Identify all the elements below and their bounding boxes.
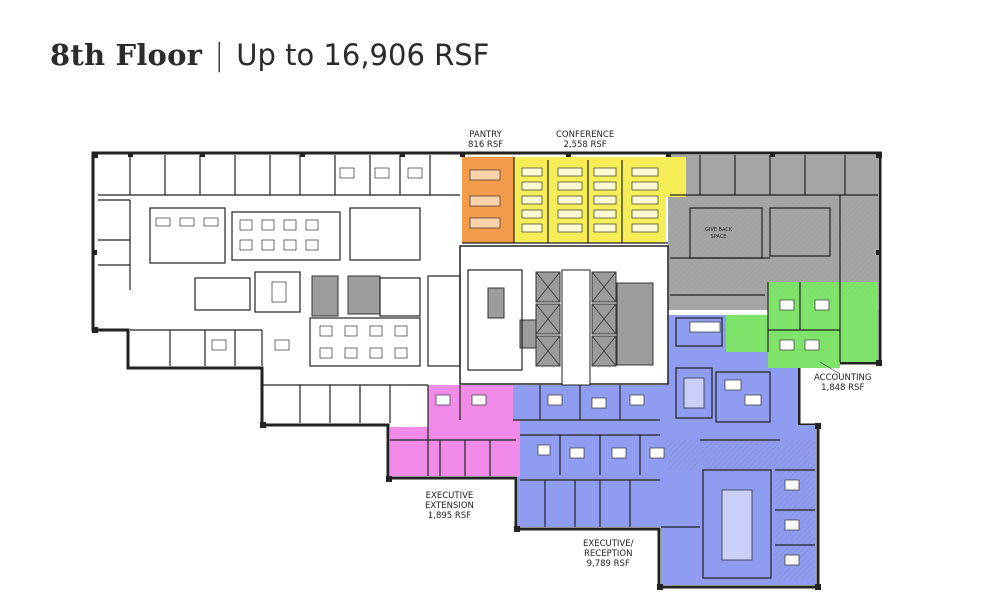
office-furniture: [155, 167, 830, 566]
give-back-label: GIVE BACK SPACE: [705, 227, 732, 241]
exec-meeting-table: [683, 377, 705, 409]
pantry-area: 816 RSF: [468, 140, 504, 150]
executive-reception-name-2: RECEPTION: [584, 549, 633, 559]
conference-name: CONFERENCE: [556, 130, 615, 140]
reception-finish-2: [775, 440, 815, 580]
conference-area: 2,558 RSF: [563, 140, 607, 150]
executive-extension-name-1: EXECUTIVE: [425, 491, 474, 501]
give-back-name-1: GIVE BACK: [705, 227, 733, 233]
accounting-name: ACCOUNTING: [814, 373, 872, 383]
executive-reception-name-1: EXECUTIVE/: [583, 539, 634, 549]
executive-extension-zone[interactable]: [390, 385, 520, 476]
pantry-name: PANTRY: [469, 130, 502, 140]
boardroom-table: [721, 489, 753, 561]
title-separator: |: [214, 38, 225, 73]
executive-reception-label: EXECUTIVE/ RECEPTION 9,789 RSF: [583, 539, 633, 569]
conference-seating: [521, 167, 659, 233]
pantry-label: PANTRY 816 RSF: [468, 130, 503, 150]
give-back-finish: [670, 200, 878, 295]
pantry-tables: [469, 169, 501, 229]
reception-finish: [665, 440, 775, 470]
conference-label: CONFERENCE 2,558 RSF: [556, 130, 614, 150]
floor-name: 8th Floor: [50, 38, 203, 72]
conference-zone-side: [666, 157, 686, 197]
accounting-label: ACCOUNTING 1,848 RSF: [814, 373, 871, 393]
structural-columns: [92, 152, 882, 590]
core-lobby: [561, 269, 591, 386]
accounting-area: 1,848 RSF: [821, 383, 865, 393]
elevator-shafts: [535, 271, 617, 367]
give-back-name-2: SPACE: [710, 234, 727, 240]
floor-area: Up to 16,906 RSF: [236, 38, 490, 72]
executive-reception-area: 9,789 RSF: [586, 559, 630, 569]
executive-extension-label: EXECUTIVE EXTENSION 1,895 RSF: [425, 491, 474, 521]
executive-extension-area: 1,895 RSF: [427, 511, 472, 521]
executive-extension-name-2: EXTENSION: [425, 501, 474, 511]
accounting-leader: [819, 361, 841, 375]
page-title: 8th Floor | Up to 16,906 RSF: [50, 38, 489, 82]
